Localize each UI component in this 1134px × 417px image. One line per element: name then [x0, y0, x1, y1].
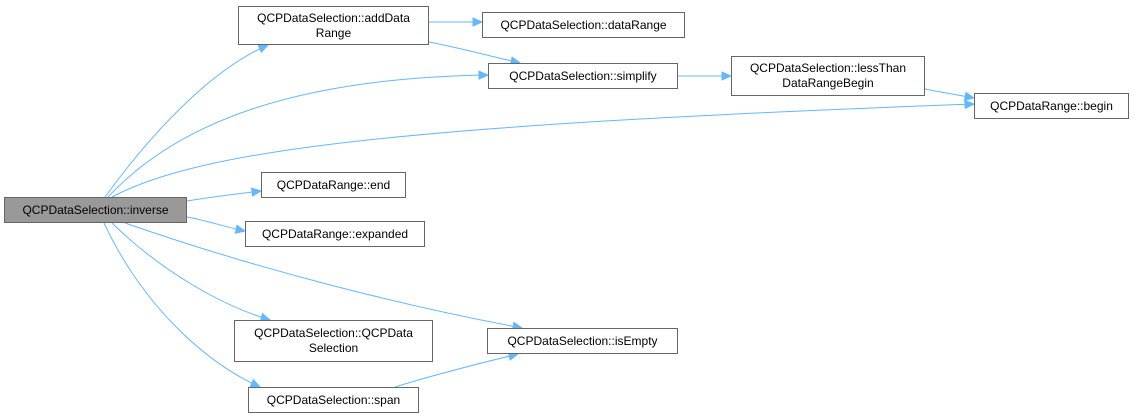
node-label: QCPDataRange::expanded — [261, 226, 409, 241]
node-label: QCPDataSelection::dataRange — [500, 17, 667, 32]
node-expanded[interactable]: QCPDataRange::expanded — [245, 221, 425, 247]
arrowhead-simplify — [478, 70, 490, 80]
node-label: QCPDataSelection::inverse — [22, 202, 169, 217]
node-end[interactable]: QCPDataRange::end — [261, 172, 406, 198]
node-label: QCPDataSelection::addData Range — [257, 10, 410, 40]
node-less-than-data-range-begin[interactable]: QCPDataSelection::lessThan DataRangeBegi… — [731, 56, 925, 96]
arrowhead-lessThan — [721, 71, 733, 81]
node-label: QCPDataSelection::simplify — [509, 68, 657, 83]
node-label: QCPDataSelection::isEmpty — [507, 333, 658, 348]
node-label: QCPDataSelection::span — [266, 392, 401, 407]
node-is-empty[interactable]: QCPDataSelection::isEmpty — [487, 328, 678, 354]
arrowhead-begin — [963, 91, 976, 101]
node-label: QCPDataRange::end — [276, 177, 391, 192]
edge-span-to-isEmpty — [394, 353, 519, 388]
arrowhead-end — [251, 187, 263, 197]
node-label: QCPDataSelection::QCPData Selection — [254, 326, 413, 355]
edge-addDataRange-to-simplify — [428, 41, 521, 64]
node-simplify[interactable]: QCPDataSelection::simplify — [488, 63, 678, 89]
arrowhead-expanded — [234, 224, 247, 234]
node-label: QCPDataSelection::lessThan DataRangeBegi… — [749, 61, 907, 90]
node-label: QCPDataRange::begin — [990, 98, 1113, 113]
node-inverse: QCPDataSelection::inverse — [4, 197, 187, 223]
edge-inverse-to-end — [186, 190, 262, 202]
arrowhead-addDataRange — [257, 44, 270, 54]
edge-inverse-to-simplify — [107, 74, 489, 198]
edge-inverse-to-ctor — [111, 222, 271, 321]
edge-inverse-to-isEmpty — [124, 222, 523, 329]
node-begin[interactable]: QCPDataRange::begin — [974, 93, 1129, 119]
edge-inverse-to-span — [103, 222, 261, 388]
node-span[interactable]: QCPDataSelection::span — [248, 387, 419, 413]
node-data-range[interactable]: QCPDataSelection::dataRange — [482, 12, 685, 38]
arrowhead-span — [249, 378, 262, 388]
arrowhead-begin — [964, 99, 976, 110]
edge-inverse-to-addDataRange — [104, 44, 269, 198]
node-add-data-range[interactable]: QCPDataSelection::addData Range — [238, 6, 429, 45]
edge-inverse-to-begin — [111, 103, 975, 198]
node-qcp-data-selection-constructor[interactable]: QCPDataSelection::QCPData Selection — [234, 320, 433, 362]
arrowhead-dataRange — [472, 17, 484, 27]
